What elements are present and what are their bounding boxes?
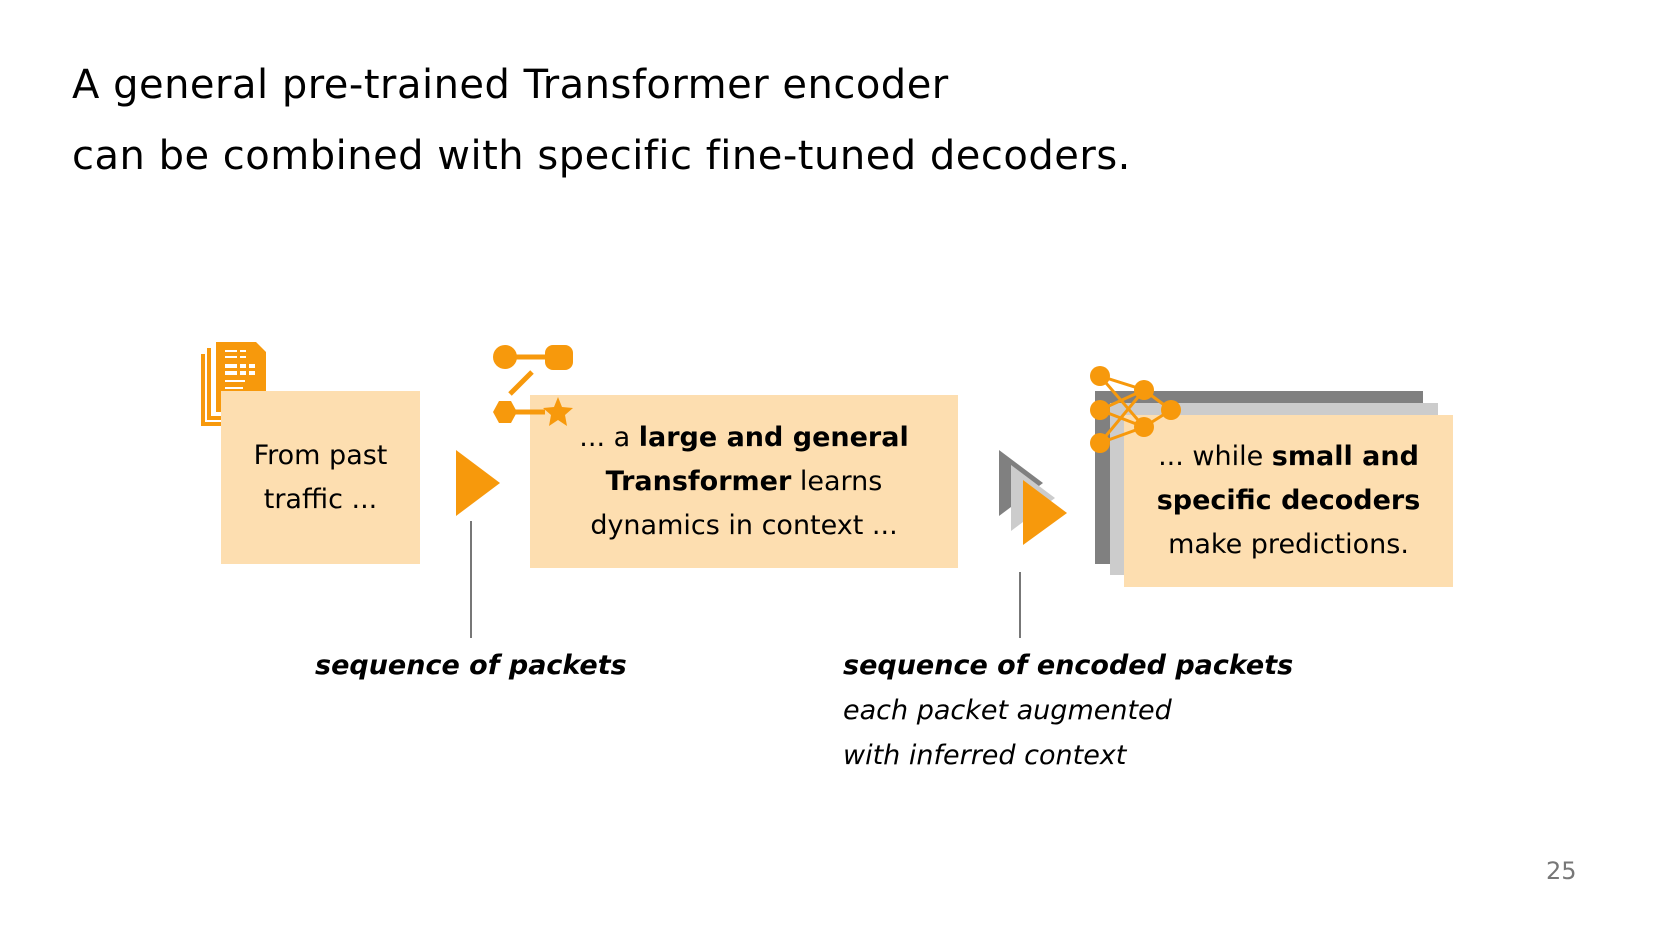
encoder-text-pre: ... a (579, 421, 639, 453)
decoder-box: ... while small and specific decoders ma… (1124, 415, 1453, 587)
encoder-text-post: learns (791, 465, 883, 497)
label-sequence-of-encoded-packets: sequence of encoded packets (843, 650, 1294, 681)
decoder-text-bold1: small and (1271, 441, 1419, 472)
encoder-text-bold2: Transformer (605, 465, 792, 497)
slide-title-line2: can be combined with specific fine-tuned… (72, 133, 1131, 179)
pointer-line-encoded (1019, 572, 1021, 638)
input-text-line1: From past (253, 439, 388, 471)
input-box: From past traffic ... (221, 391, 420, 564)
arrow-play-icon (456, 450, 500, 516)
encoder-box: ... a large and general Transformer lear… (530, 395, 958, 568)
decoder-text-pre: ... while (1158, 441, 1272, 472)
encoder-text-bold1: large and general (638, 421, 909, 453)
decoder-text-line3: make predictions. (1168, 529, 1409, 560)
stacked-arrow-icon (999, 450, 1067, 545)
input-text-line2: traffic ... (263, 483, 378, 515)
encoder-text-line3: dynamics in context ... (590, 509, 898, 541)
page-number: 25 (1546, 857, 1577, 885)
label-sequence-of-packets: sequence of packets (315, 650, 627, 681)
workflow-icon (493, 345, 573, 426)
decoder-text-bold2: specific decoders (1156, 485, 1421, 516)
neural-network-icon (1090, 366, 1181, 453)
label-encoded-sub2: with inferred context (843, 740, 1127, 771)
slide-title-line1: A general pre-trained Transformer encode… (72, 62, 949, 108)
label-encoded-sub1: each packet augmented (843, 695, 1172, 726)
pointer-line-packets (470, 521, 472, 638)
